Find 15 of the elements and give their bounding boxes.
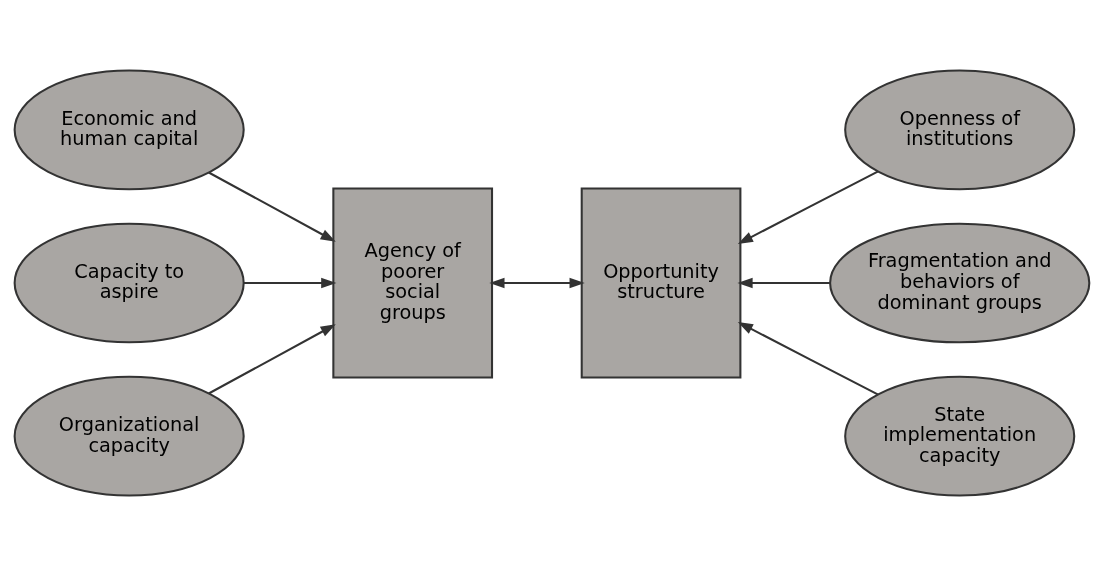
node-ellipse: Capacity to aspire	[13, 222, 245, 344]
arrow	[489, 277, 585, 289]
arrow	[737, 170, 879, 244]
node-ellipse: Fragmentation and behaviors of dominant groups	[829, 222, 1091, 344]
arrow	[243, 277, 337, 289]
node-box: Agency of poorer social groups	[332, 187, 494, 379]
node-ellipse: Economic and human capital	[13, 69, 245, 191]
node-ellipse: State implementation capacity	[844, 375, 1076, 497]
arrow	[737, 277, 830, 289]
arrow	[208, 324, 336, 395]
node-ellipse: Openness of institutions	[844, 69, 1076, 191]
node-box: Opportunity structure	[580, 187, 742, 379]
arrow	[737, 322, 879, 396]
node-ellipse: Organizational capacity	[13, 375, 245, 497]
arrow	[208, 171, 336, 242]
